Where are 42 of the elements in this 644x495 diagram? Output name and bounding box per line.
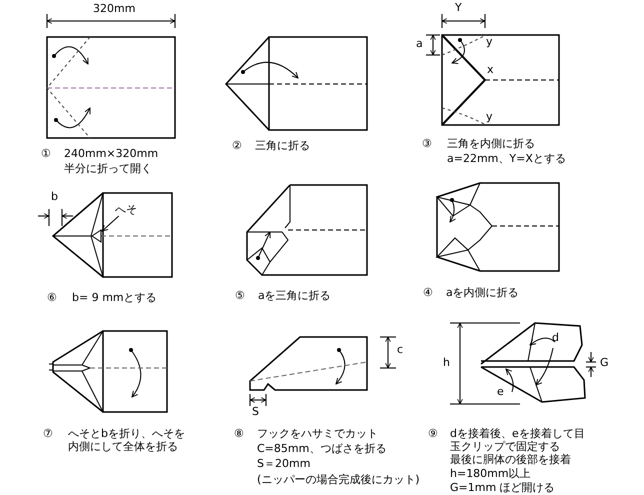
fold-mark-label: y	[486, 110, 493, 123]
caption-text: dを接着後、eを接着して目玉クリップで固定する	[450, 427, 586, 453]
dimension-label: b	[51, 190, 58, 203]
fold-mark-label: d	[552, 331, 559, 344]
fold-mark-label: x	[487, 63, 494, 76]
caption-text: 三角に折る	[255, 139, 310, 152]
step-number: ④	[423, 286, 433, 299]
caption-text: aを内側に折る	[446, 286, 519, 299]
caption-text: フックをハサミでカット	[257, 427, 378, 440]
step-number: ⑧	[234, 427, 244, 440]
dimension-label: Y	[455, 1, 462, 14]
step-number: ⑤	[235, 289, 245, 302]
dimension-label: a	[416, 37, 423, 50]
step-number: ①	[41, 147, 51, 160]
dimension-label: 320mm	[93, 2, 136, 15]
caption-text: S＝20mm	[257, 457, 310, 470]
caption-text: C=85mm、つばさを折る	[257, 442, 386, 455]
caption-text: 半分に折って開く	[64, 162, 152, 175]
step-number: ②	[232, 139, 242, 152]
dimension-label: G	[600, 356, 609, 369]
caption-text: h=180mm以上	[450, 467, 531, 480]
dimension-label: c	[397, 343, 404, 356]
dimension-label: h	[443, 356, 450, 369]
fold-mark-label: e	[497, 385, 504, 398]
caption-text: 最後に胴体の後部を接着	[450, 453, 571, 466]
caption-text: へそとbを折り、へそを内側にして全体を折る	[68, 427, 186, 453]
step-number: ⑨	[428, 427, 438, 440]
caption-text: a=22mm、Y=Xとする	[447, 152, 566, 165]
step-number: ⑦	[43, 427, 53, 440]
notch-mark	[91, 229, 102, 243]
step-number: ⑥	[47, 291, 57, 304]
step-number: ③	[422, 137, 432, 150]
caption-text: G=1mm ほど開ける	[450, 481, 555, 494]
leader-arrow	[102, 216, 120, 232]
fold-mark-label: y	[486, 35, 493, 48]
dimension-label: S	[252, 405, 259, 418]
caption-text: b= 9 mmとする	[72, 291, 157, 304]
callout-text: へそ	[115, 203, 137, 216]
caption-text: 240mm×320mm	[64, 147, 158, 160]
caption-text: (ニッパーの場合完成後にカット)	[257, 473, 420, 486]
caption-text: aを三角に折る	[258, 289, 331, 302]
caption-text: 三角を内側に折る	[447, 137, 535, 150]
